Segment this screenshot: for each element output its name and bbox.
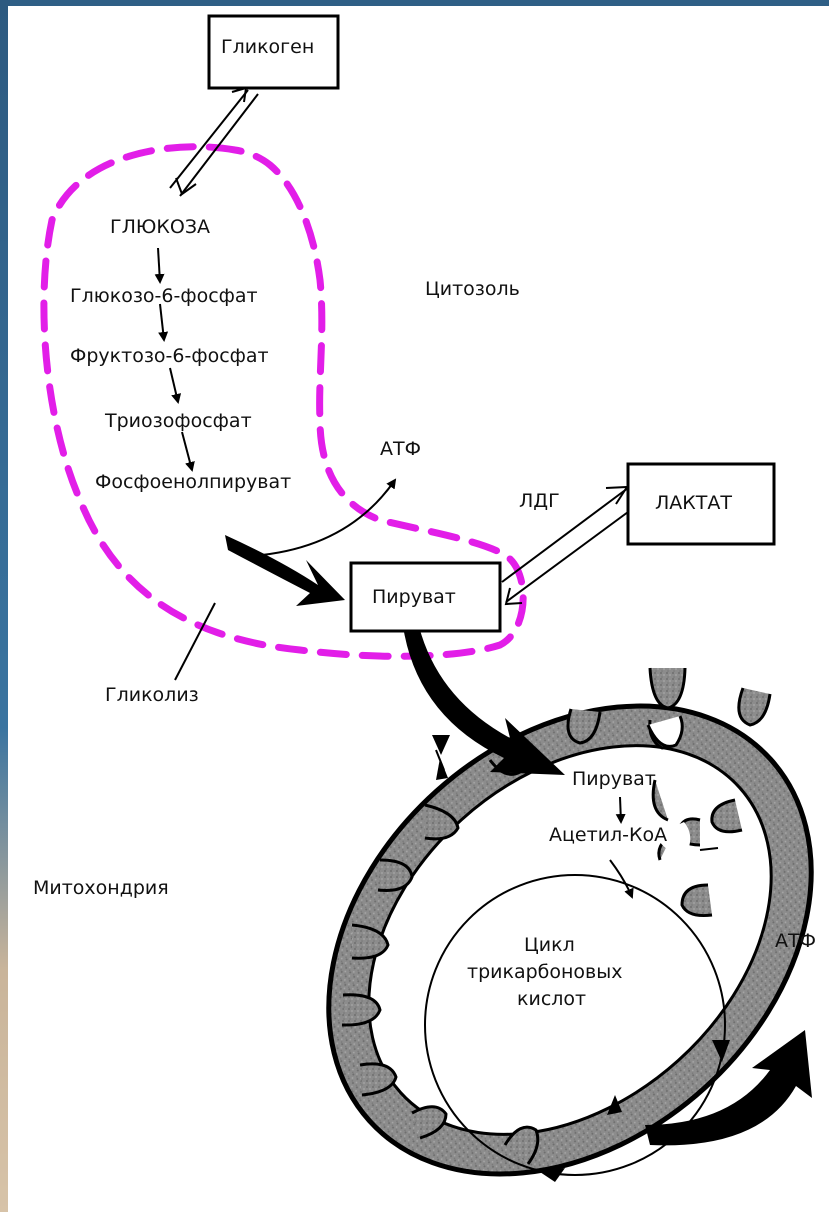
pyruvate-mito-label: Пируват: [572, 770, 656, 789]
glycogen-glucose-arrows: [170, 88, 258, 196]
lactate-label: ЛАКТАТ: [655, 494, 732, 513]
atp-label-bottom: АТФ: [775, 932, 816, 951]
tca-label-line1: Цикл: [524, 936, 575, 955]
glucose-6-phosphate-label: Глюкозо-6-фосфат: [70, 287, 258, 306]
pyruvate-box-label: Пируват: [372, 588, 456, 607]
pyruvate-acetylcoa-arrow: [620, 797, 621, 822]
mitochondria-label: Митохондрия: [33, 879, 169, 898]
tca-label-line2: трикарбоновых: [467, 963, 623, 982]
acetyl-coa-label: Ацетил-КоА: [549, 826, 667, 845]
pep-to-pyruvate-arrow: [225, 535, 345, 606]
phosphoenolpyruvate-label: Фосфоенолпируват: [95, 473, 291, 492]
tca-label-line3: кислот: [517, 990, 586, 1009]
glycogen-label: Гликоген: [221, 38, 314, 57]
glucose-label: ГЛЮКОЗА: [110, 218, 210, 237]
atp-label-top: АТФ: [380, 440, 421, 459]
cytosol-label: Цитозоль: [425, 280, 520, 299]
ldh-label: ЛДГ: [519, 492, 560, 511]
fructose-6-phosphate-label: Фруктозо-6-фосфат: [70, 347, 269, 366]
glycolysis-label: Гликолиз: [105, 686, 199, 705]
triose-phosphate-label: Триозофосфат: [105, 412, 252, 431]
